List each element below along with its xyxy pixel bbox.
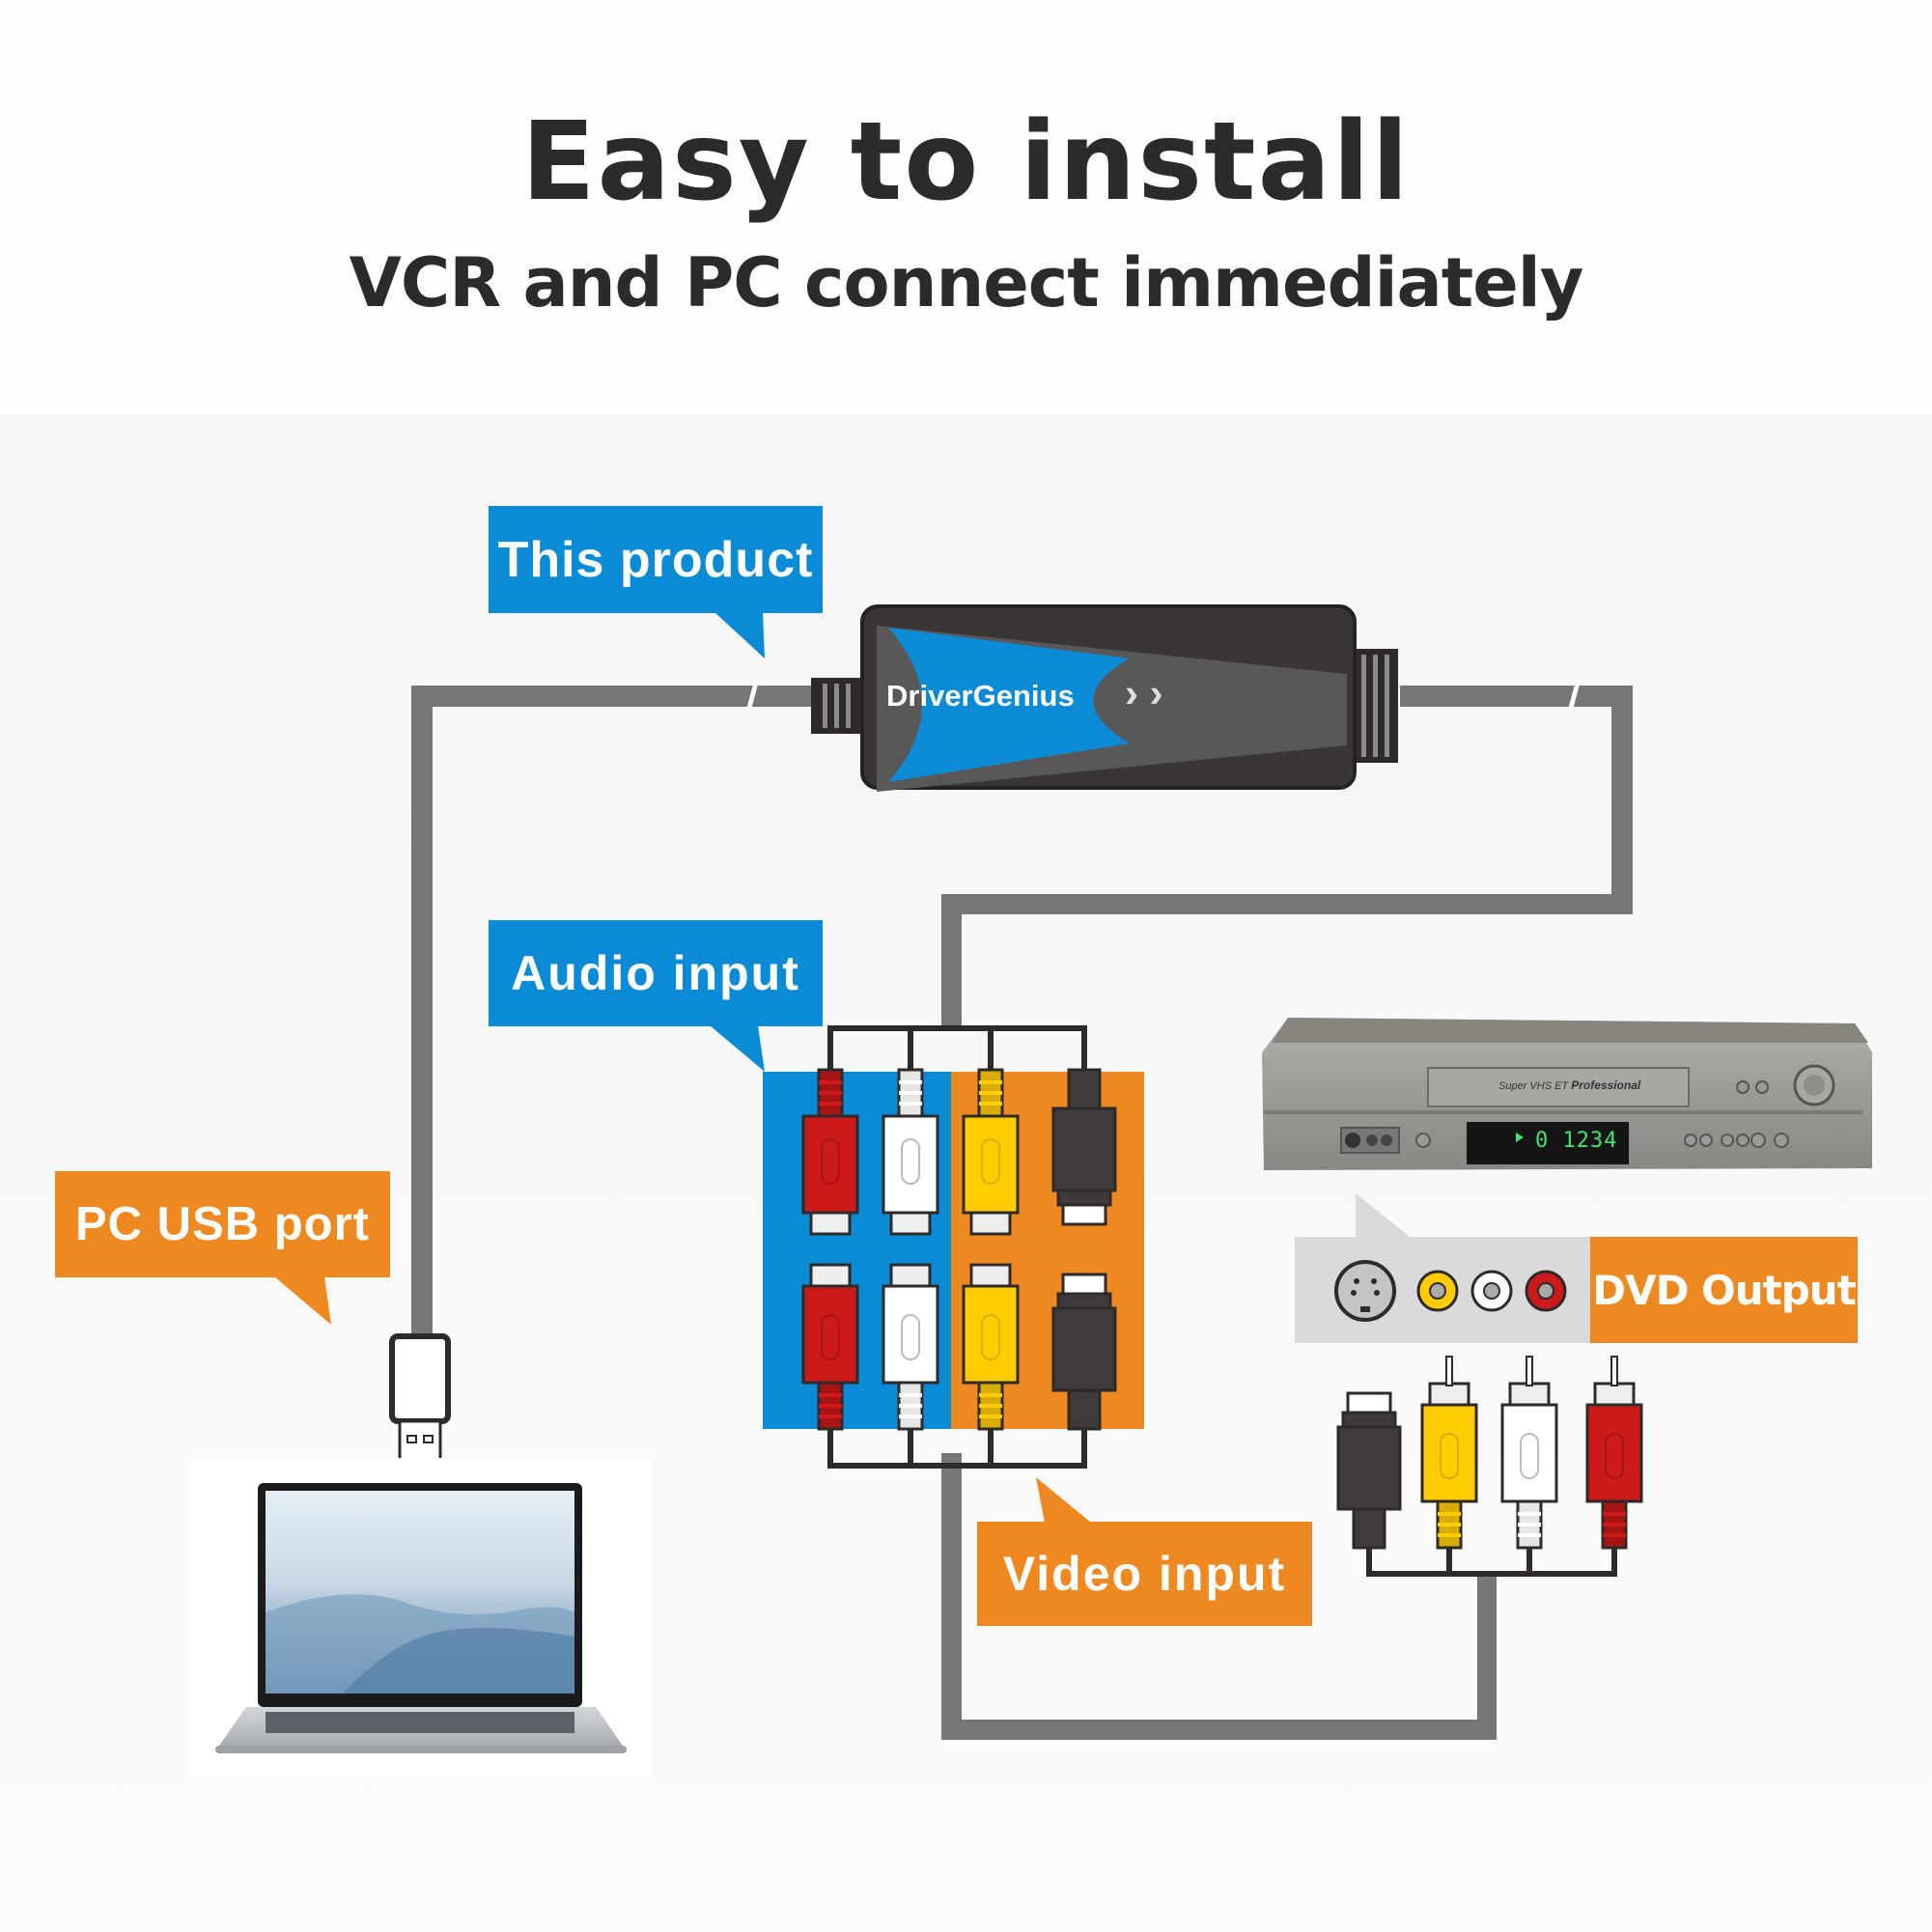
callout-video-input-tail (0, 0, 1932, 1932)
